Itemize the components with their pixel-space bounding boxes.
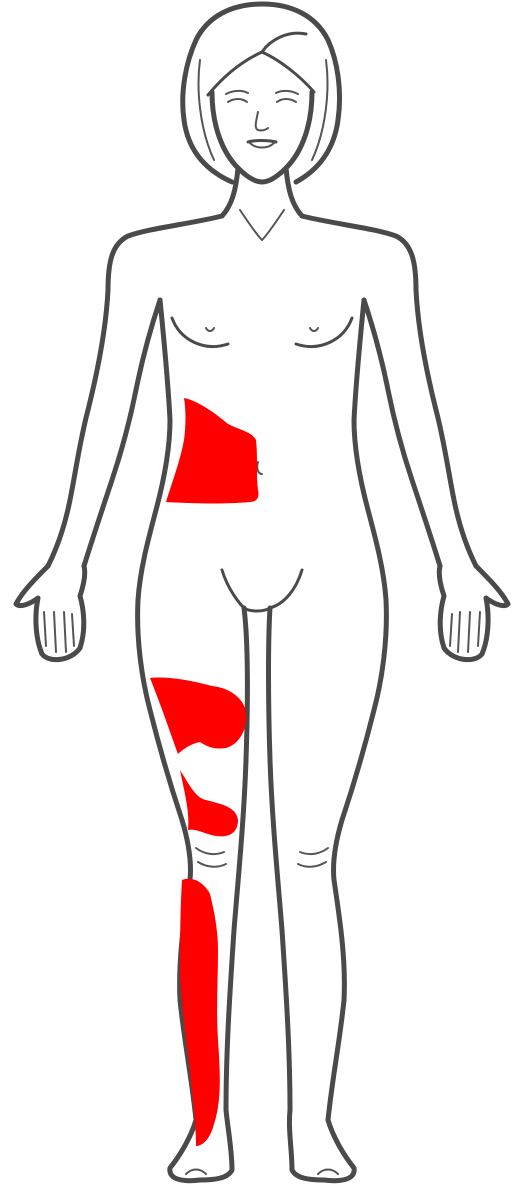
head	[183, 4, 340, 182]
neck	[222, 168, 302, 240]
highlight-thigh-upper	[150, 677, 246, 754]
body-details	[172, 318, 352, 867]
highlight-left-flank	[166, 398, 259, 504]
highlight-shin	[180, 879, 220, 1146]
body-outline	[16, 216, 508, 1181]
highlight-thigh-lower	[180, 770, 238, 836]
